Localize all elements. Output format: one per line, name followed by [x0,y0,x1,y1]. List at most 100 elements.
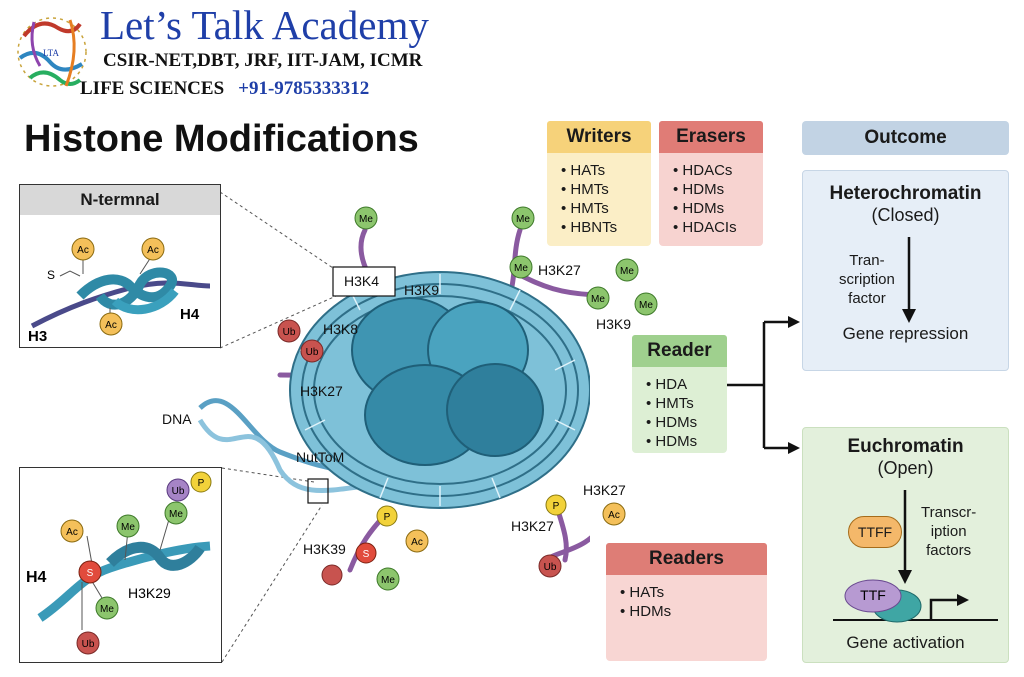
inset-n-terminal: N-termnal Ac Ac Ac S H3 H4 [19,184,221,348]
ttff-pill: TTFF [848,516,902,548]
erasers-header: Erasers [659,121,763,153]
n-terminal-illustration: Ac Ac Ac S H3 H4 [28,237,211,345]
h4-label: H4 [180,306,200,323]
ac-badge: Ac [147,245,159,256]
label-h3k27-top: H3K27 [538,262,581,278]
writers-card: Writers HATs HMTs HMTs HBNTs [547,121,651,246]
brand-discipline: LIFE SCIENCES [80,78,225,99]
ac-badge: Ac [77,245,89,256]
logo-lettering: LTA [43,48,59,58]
nucleosome [277,227,590,573]
writers-header: Writers [547,121,651,153]
brand-phone: +91-9785333312 [238,78,370,99]
academy-logo: LTA [17,17,87,87]
me-badge: Me [169,509,183,520]
label-h3k27-left: H3K27 [300,383,343,399]
readers-header: Readers [606,543,767,575]
me-badge: Me [591,294,605,305]
label-h3k4: H3K4 [344,273,380,289]
s-badge: S [363,549,370,560]
label-h3k9-top: H3K9 [404,282,440,298]
me-badge: Me [620,266,634,277]
writers-item: HATs [561,161,651,180]
reader-item: HMTs [646,394,727,413]
me-badge: Me [359,214,373,225]
me-badge: Me [639,300,653,311]
ub-badge: Ub [283,327,296,338]
ac-badge: Ac [608,510,620,521]
me-badge: Me [516,214,530,225]
reader-list: HDA HMTs HDMs HDMs [632,375,727,451]
ub-badge: Ub [544,562,557,573]
h3k29-label: H3K29 [128,585,171,601]
reader-arrows [726,320,790,450]
erasers-item: HDMs [673,180,763,199]
readers-item: HDMs [620,602,767,621]
me-badge: Me [121,522,135,533]
readers-card: Readers HATs HDMs [606,543,767,661]
label-h3k27-br1: H3K27 [583,482,626,498]
ub-badge: Ub [306,347,319,358]
gene-repression-label: Gene repression [842,324,969,343]
outcome-header: Outcome [802,121,1009,155]
tf-line: factor [848,290,886,307]
readers-list: HATs HDMs [606,583,767,621]
euchromatin-tf-label: Transcr- iption factors [921,503,976,560]
p-badge: P [198,478,205,489]
inset-n-terminal-header: N-termnal [20,185,220,215]
brand-contact: LIFE SCIENCES +91-9785333312 [80,78,369,100]
heterochromatin-state: (Closed) [871,205,940,225]
p-badge: P [384,512,391,523]
brand-title: Let’s Talk Academy [100,2,429,48]
label-h3k8: H3K8 [323,321,359,337]
tf-line: scription [839,271,895,288]
writers-item: HMTs [561,199,651,218]
tf-line: iption [930,523,967,540]
me-badge: Me [100,604,114,615]
reader-card: Reader HDA HMTs HDMs HDMs [632,335,727,453]
gene-activation-label: Gene activation [846,633,965,652]
readers-item: HATs [620,583,767,602]
transcription-complex-illustration: TTF [833,579,998,623]
label-dna: DNA [162,411,192,427]
inset-bottom: Ub P Me Ac Me S Me Ub H4 H3K29 [19,467,222,663]
tf-line: Transcr- [921,504,977,521]
s-badge: S [87,568,94,579]
heterochromatin-card: Heterochromatin (Closed) Tran- scription… [802,170,1009,371]
repression-arrow-icon [902,237,916,323]
ub-badge: Ub [172,486,185,497]
brand-subtitle: CSIR-NET,DBT, JRF, IIT-JAM, ICMR [103,50,423,71]
reader-item: HDMs [646,432,727,451]
ttf-label: TTF [860,587,886,603]
writers-list: HATs HMTs HMTs HBNTs [547,161,651,237]
writers-item: HMTs [561,180,651,199]
s-label: S [47,268,55,282]
erasers-item: HDMs [673,199,763,218]
ub-badge: Ub [82,639,95,650]
label-h3k27-br2: H3K27 [511,518,554,534]
histone-core [351,297,544,466]
erasers-list: HDACs HDMs HDMs HDACIs [659,161,763,237]
tf-line: Tran- [849,252,885,269]
reader-item: HDA [646,375,727,394]
erasers-card: Erasers HDACs HDMs HDMs HDACIs [659,121,763,246]
erasers-item: HDACIs [673,218,763,237]
ac-badge: Ac [411,537,423,548]
erasers-item: HDACs [673,161,763,180]
writers-item: HBNTs [561,218,651,237]
me-badge: Me [381,575,395,586]
page-title: Histone Modifications [24,118,419,160]
heterochromatin-tf-label: Tran- scription factor [839,251,895,308]
h4-label: H4 [26,569,47,586]
p-badge: P [553,501,560,512]
tf-line: factors [926,542,972,559]
h3-label: H3 [28,328,47,345]
ac-badge: Ac [105,320,117,331]
euchromatin-card: Euchromatin (Open) TTFF Transcr- iption … [802,427,1009,663]
reader-item: HDMs [646,413,727,432]
euchromatin-state: (Open) [877,458,934,478]
euchromatin-title: Euchromatin [847,436,964,457]
label-h3k9-right: H3K9 [596,316,632,332]
